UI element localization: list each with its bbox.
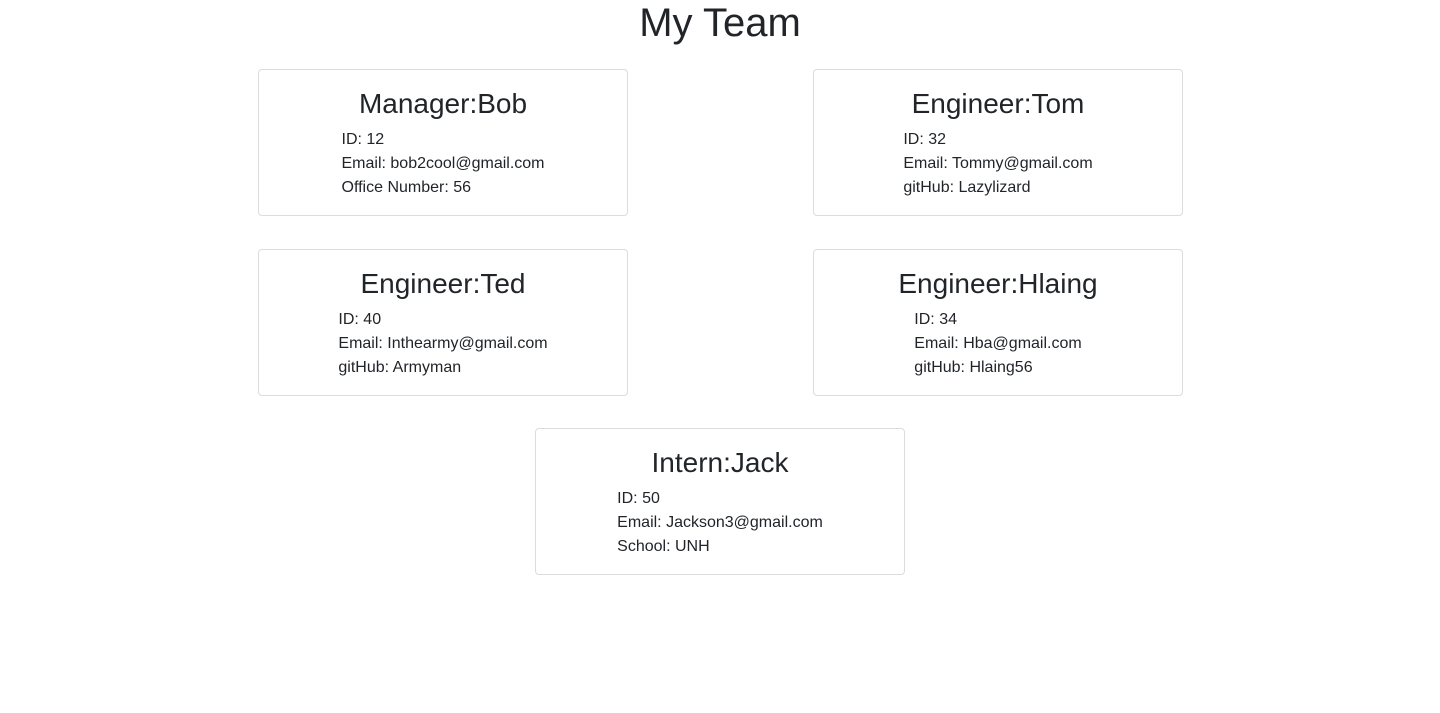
- info-list: ID: 40 Email: Inthearmy@gmail.com gitHub…: [338, 308, 547, 380]
- card-title: Engineer:Ted: [360, 268, 526, 299]
- employee-email: Email: Hba@gmail.com: [914, 335, 1082, 352]
- card-title: Intern:Jack: [651, 447, 789, 478]
- team-card-engineer-hlaing: Engineer:Hlaing ID: 34 Email: Hba@gmail.…: [813, 249, 1183, 396]
- github-username: gitHub: Lazylizard: [903, 179, 1031, 196]
- employee-email: Email: Jackson3@gmail.com: [617, 514, 823, 531]
- employee-id: ID: 32: [903, 131, 947, 148]
- card-title: Engineer:Tom: [911, 88, 1085, 119]
- card-body: ID: 50 Email: Jackson3@gmail.com School:…: [536, 487, 904, 559]
- employee-email: Email: Tommy@gmail.com: [903, 155, 1093, 172]
- card-title: Manager:Bob: [358, 88, 528, 119]
- card-body: ID: 12 Email: bob2cool@gmail.com Office …: [259, 128, 627, 200]
- info-list: ID: 32 Email: Tommy@gmail.com gitHub: La…: [903, 128, 1092, 200]
- employee-email: Email: bob2cool@gmail.com: [341, 155, 545, 172]
- card-body: ID: 32 Email: Tommy@gmail.com gitHub: La…: [814, 128, 1182, 200]
- github-username: gitHub: Hlaing56: [914, 359, 1033, 376]
- team-card-engineer-tom: Engineer:Tom ID: 32 Email: Tommy@gmail.c…: [813, 69, 1183, 216]
- card-body: ID: 40 Email: Inthearmy@gmail.com gitHub…: [259, 308, 627, 380]
- team-card-manager-bob: Manager:Bob ID: 12 Email: bob2cool@gmail…: [258, 69, 628, 216]
- card-body: ID: 34 Email: Hba@gmail.com gitHub: Hlai…: [814, 308, 1182, 380]
- info-list: ID: 12 Email: bob2cool@gmail.com Office …: [342, 128, 545, 200]
- employee-id: ID: 50: [617, 490, 660, 507]
- employee-id: ID: 34: [914, 311, 957, 328]
- page-title: My Team: [639, 1, 801, 45]
- team-card-engineer-ted: Engineer:Ted ID: 40 Email: Inthearmy@gma…: [258, 249, 628, 396]
- team-card-intern-jack: Intern:Jack ID: 50 Email: Jackson3@gmail…: [535, 428, 905, 575]
- github-username: gitHub: Armyman: [338, 359, 462, 376]
- office-number: Office Number: 56: [341, 179, 472, 196]
- info-list: ID: 50 Email: Jackson3@gmail.com School:…: [617, 487, 823, 559]
- employee-id: ID: 12: [341, 131, 385, 148]
- info-list: ID: 34 Email: Hba@gmail.com gitHub: Hlai…: [914, 308, 1081, 380]
- card-title: Engineer:Hlaing: [898, 268, 1098, 299]
- school-name: School: UNH: [617, 538, 710, 555]
- employee-email: Email: Inthearmy@gmail.com: [338, 335, 548, 352]
- employee-id: ID: 40: [338, 311, 382, 328]
